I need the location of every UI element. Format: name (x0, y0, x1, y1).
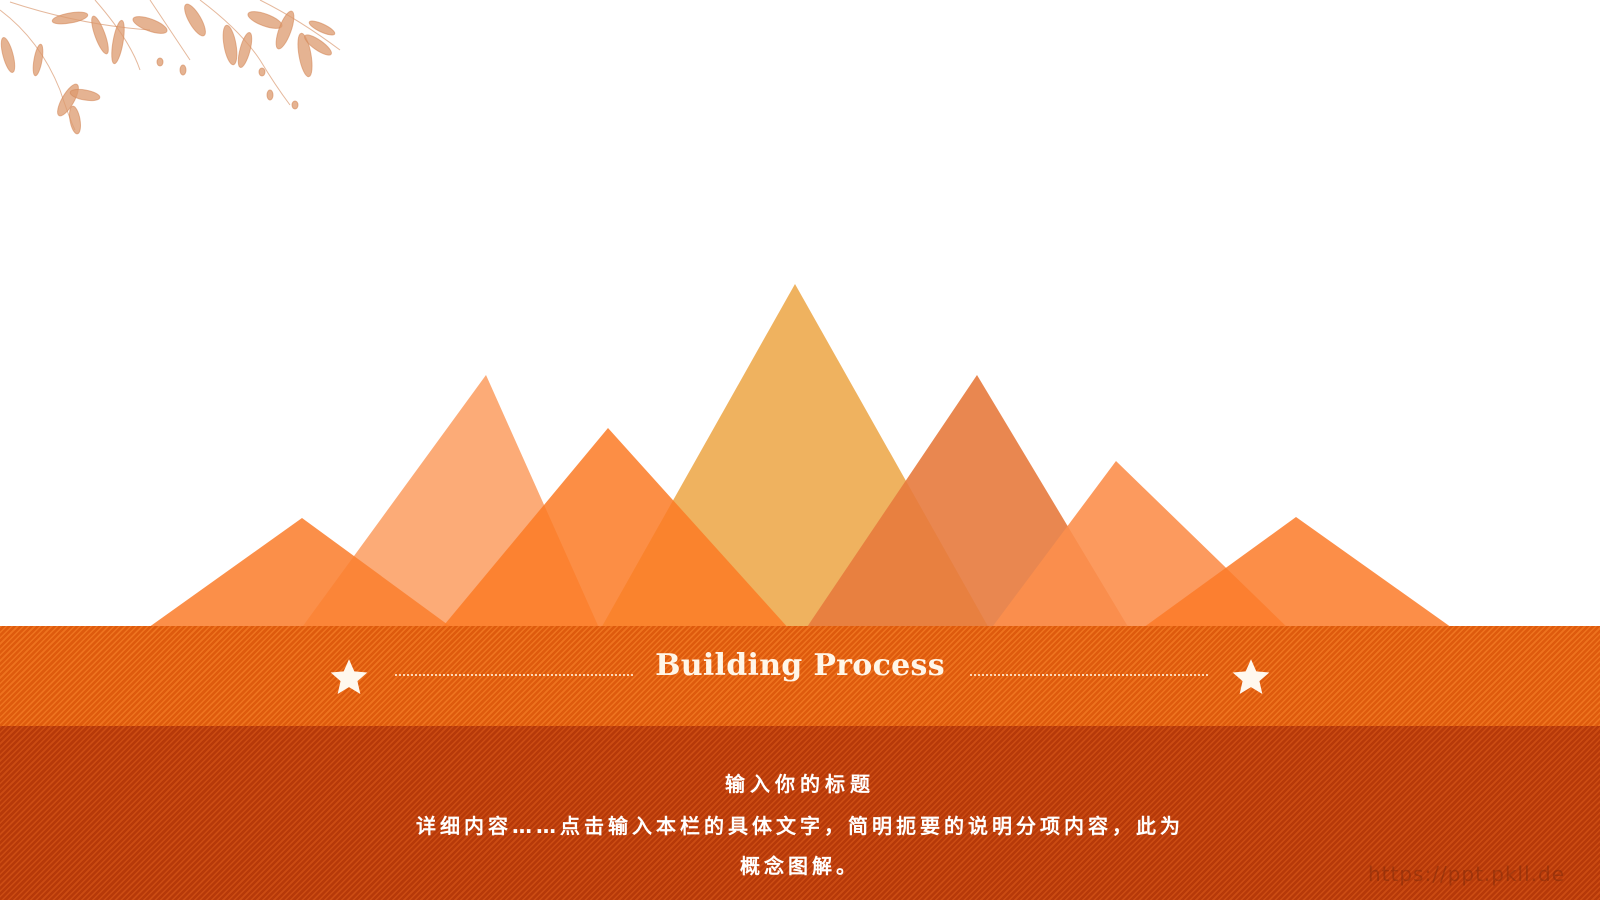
content-line-1: 详细内容……点击输入本栏的具体文字，简明扼要的说明分项内容，此为 (416, 814, 1184, 838)
content-band: 输入你的标题 详细内容……点击输入本栏的具体文字，简明扼要的说明分项内容，此为 … (0, 726, 1600, 900)
content-line-2: 概念图解。 (740, 854, 860, 878)
dotted-divider-left (395, 674, 633, 676)
mountains-graphic (145, 284, 1455, 630)
title-row: Building Process (0, 626, 1600, 726)
mountain-peak-1 (145, 518, 455, 630)
watermark: https://ppt.pkll.de (1368, 862, 1566, 886)
star-icon (327, 656, 371, 700)
dotted-divider-right (970, 674, 1208, 676)
title-band: Building Process (0, 626, 1600, 726)
star-icon (1229, 656, 1273, 700)
slide-title: Building Process (655, 648, 945, 683)
leaves-illustration (0, 0, 341, 135)
mountain-peak-7 (1140, 517, 1455, 630)
content-heading: 输入你的标题 (725, 772, 875, 796)
mountain-peak-3 (440, 428, 790, 630)
